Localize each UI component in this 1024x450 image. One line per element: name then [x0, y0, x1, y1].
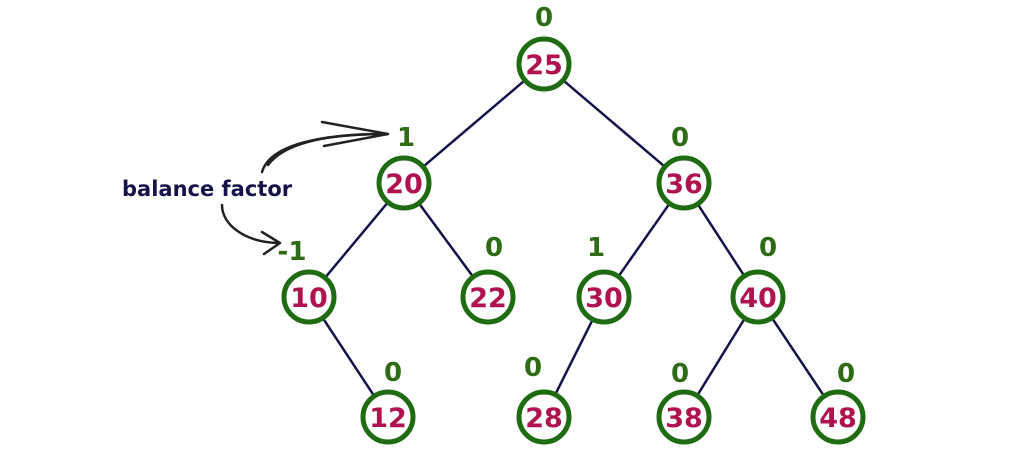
- node-circle: [656, 389, 712, 445]
- tree-node: 22: [460, 269, 516, 325]
- node-value: 12: [369, 403, 407, 434]
- node-circle: [460, 269, 516, 325]
- tree-node: 10: [281, 269, 337, 325]
- tree-node: 25: [516, 36, 572, 92]
- tree-node: 38: [656, 389, 712, 445]
- balance-factor-label: 1: [397, 123, 415, 153]
- node-value: 25: [525, 50, 563, 81]
- node-circle: [516, 389, 572, 445]
- tree-node: 12: [360, 389, 416, 445]
- node-circle: [656, 155, 712, 211]
- tree-node: 30: [576, 269, 632, 325]
- tree-edge: [696, 203, 746, 277]
- annotation-arrow-upper-stroke: [266, 132, 387, 167]
- node-value: 38: [665, 403, 703, 434]
- balance-factor-label: 0: [485, 233, 503, 263]
- balance-factor-label: 0: [671, 123, 689, 153]
- node-value: 10: [290, 283, 328, 314]
- tree-node: 40: [730, 269, 786, 325]
- tree-edge: [417, 202, 475, 278]
- tree-edges: [321, 79, 826, 397]
- balance-factor-label: 0: [524, 353, 542, 383]
- node-circle: [810, 389, 866, 445]
- balance-factor-label: 0: [535, 3, 553, 33]
- node-circle: [730, 269, 786, 325]
- balance-factor-annotation: balance factor: [122, 120, 390, 256]
- node-circle: [376, 155, 432, 211]
- node-circle: [516, 36, 572, 92]
- balance-factor-label: 0: [837, 359, 855, 389]
- tree-edge: [617, 202, 671, 278]
- tree-node: 36: [656, 155, 712, 211]
- balance-factor-label: 0: [384, 358, 402, 388]
- node-value: 48: [819, 403, 857, 434]
- balance-factor-label: 1: [587, 233, 605, 263]
- tree-node: 48: [810, 389, 866, 445]
- annotation-arrowhead-upper: [320, 120, 390, 148]
- annotation-label: balance factor: [122, 177, 293, 201]
- node-circle: [360, 389, 416, 445]
- balance-factor-label: -1: [278, 237, 307, 267]
- balance-factor-label: 0: [759, 233, 777, 263]
- annotation-arrow-lower: [220, 203, 280, 245]
- annotation-arrowhead-lower: [260, 230, 282, 256]
- tree-edge: [562, 79, 666, 168]
- node-value: 40: [739, 283, 777, 314]
- node-circle: [576, 269, 632, 325]
- node-value: 20: [385, 169, 423, 200]
- tree-edge: [324, 201, 389, 279]
- tree-edge: [554, 318, 594, 396]
- node-value: 28: [525, 403, 563, 434]
- node-value: 30: [585, 283, 623, 314]
- tree-edge: [422, 79, 526, 168]
- node-value: 22: [469, 283, 507, 314]
- tree-edge: [696, 317, 746, 397]
- node-value: 36: [665, 169, 703, 200]
- tree-node: 28: [516, 389, 572, 445]
- tree-edge: [321, 317, 376, 397]
- tree-node: 20: [376, 155, 432, 211]
- node-circle: [281, 269, 337, 325]
- balance-factor-label: 0: [671, 359, 689, 389]
- tree-edge: [770, 317, 826, 397]
